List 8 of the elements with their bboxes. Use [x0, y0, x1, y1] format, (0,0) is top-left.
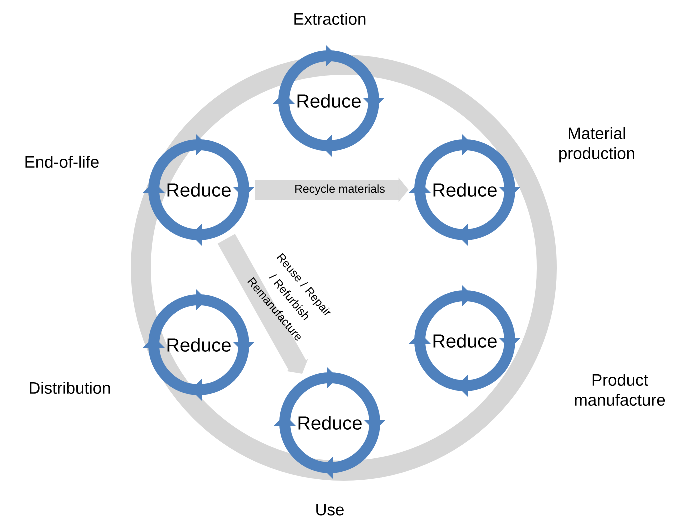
edge-label: Recycle materials	[296, 184, 385, 196]
block-arrow	[218, 234, 308, 374]
stage-label: Distribution	[30, 382, 110, 394]
stage-label: Product manufacture	[575, 374, 666, 406]
stage-label: Extraction	[294, 12, 366, 26]
stage-label: Use	[316, 504, 344, 516]
stage-label: Material production	[560, 127, 634, 163]
stage-label: End-of-life	[26, 156, 99, 168]
